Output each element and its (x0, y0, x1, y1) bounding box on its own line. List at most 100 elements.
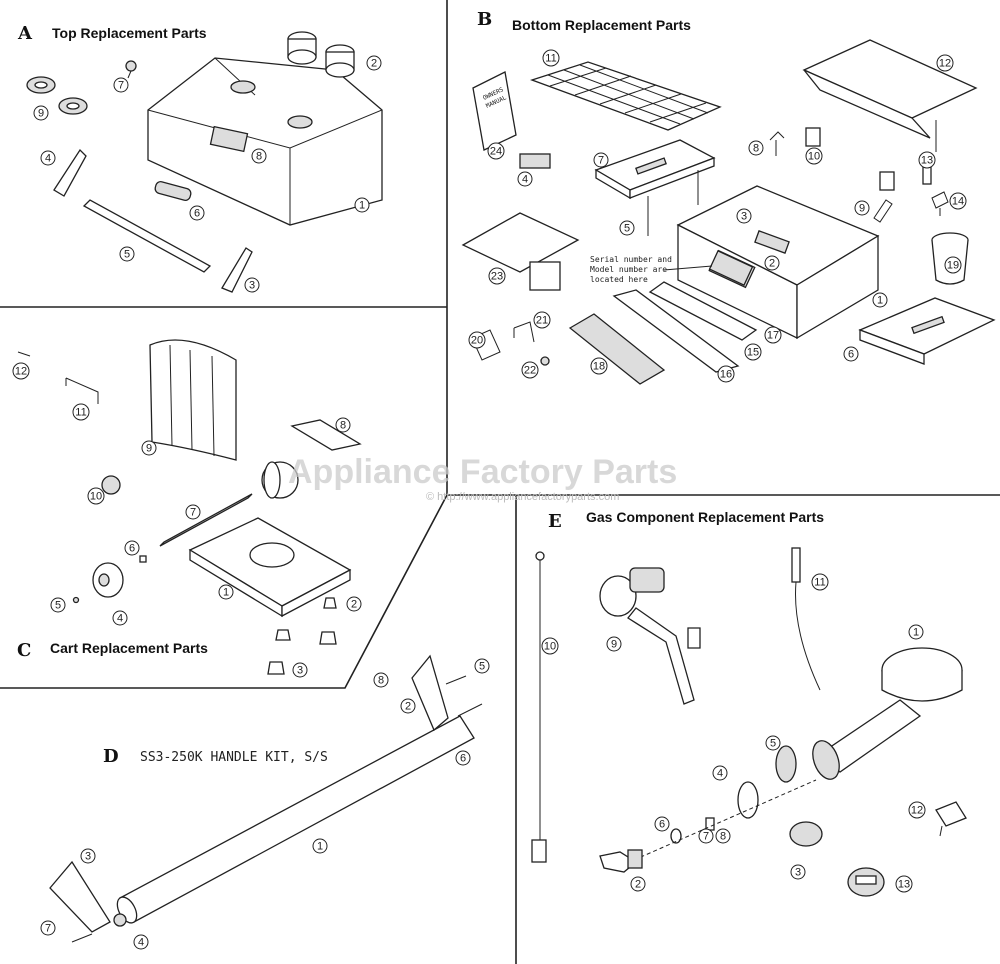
callout-circle (918, 151, 936, 169)
callout-number: 11 (545, 53, 556, 65)
callout-e-7: 7 (698, 828, 714, 844)
callout-circle (335, 417, 351, 433)
callout-number: 11 (75, 407, 86, 419)
callout-number: 9 (38, 108, 44, 120)
callout-number: 12 (939, 58, 951, 70)
callout-b-23: 23 (488, 267, 506, 285)
callout-circle (113, 77, 129, 93)
callout-circle (112, 610, 128, 626)
regulator-hose-part (599, 567, 701, 705)
callout-e-8: 8 (715, 828, 731, 844)
serial-note-line-3: located here (590, 275, 648, 284)
callout-number: 15 (747, 347, 759, 359)
callout-d-8: 8 (373, 672, 389, 688)
callout-e-5: 5 (765, 735, 781, 751)
callout-circle (373, 672, 389, 688)
callout-number: 8 (378, 675, 384, 687)
callout-b-3: 3 (736, 208, 752, 224)
callout-a-1: 1 (354, 197, 370, 213)
valve-part (599, 849, 643, 873)
callout-circle (843, 346, 859, 362)
callout-c-6: 6 (124, 540, 140, 556)
callout-c-2: 2 (346, 596, 362, 612)
callout-e-9: 9 (606, 636, 622, 652)
callout-number: 2 (371, 58, 377, 70)
bracket-part (65, 377, 99, 404)
callout-b-12: 12 (936, 54, 954, 72)
valve-part (931, 191, 949, 216)
valve-part (935, 801, 967, 837)
cart-shroud-part (149, 339, 237, 461)
section-d: D SS3-250K HANDLE KIT, S/S (49, 654, 483, 943)
callout-circle (455, 750, 471, 766)
washer-part (670, 828, 682, 844)
callout-b-9: 9 (854, 200, 870, 216)
callout-circle (748, 140, 764, 156)
callout-number: 4 (45, 153, 51, 165)
callout-b-7: 7 (593, 152, 609, 168)
cart-base-part (188, 517, 352, 618)
callout-a-3: 3 (244, 277, 260, 293)
callout-c-9: 9 (141, 440, 157, 456)
side-shelf-part (858, 297, 996, 365)
callout-number: 2 (405, 701, 411, 713)
callout-c-1: 1 (218, 584, 234, 600)
callout-number: 14 (952, 196, 964, 208)
screw-part (17, 351, 31, 357)
callout-number: 7 (118, 80, 124, 92)
callout-d-4: 4 (133, 934, 149, 950)
callout-circle (854, 200, 870, 216)
callout-number: 4 (522, 174, 528, 186)
block-part (471, 329, 501, 361)
callout-number: 13 (898, 879, 910, 891)
callout-circle (119, 246, 135, 262)
callout-number: 22 (524, 365, 536, 377)
hood-part (147, 57, 383, 226)
callout-circle (218, 584, 234, 600)
callout-circle (790, 864, 806, 880)
callout-b-22: 22 (521, 361, 539, 379)
serial-note-leader (663, 265, 713, 271)
callout-circle (606, 636, 622, 652)
callout-number: 12 (15, 366, 27, 378)
callout-number: 7 (190, 507, 196, 519)
callout-a-9: 9 (33, 105, 49, 121)
callout-c-3: 3 (292, 662, 308, 678)
callout-d-3: 3 (80, 848, 96, 864)
callout-number: 5 (124, 249, 130, 261)
callout-number: 6 (194, 208, 200, 220)
axle-part (159, 493, 253, 547)
callout-circle (908, 624, 924, 640)
callout-number: 2 (769, 258, 775, 270)
callout-number: 18 (593, 361, 605, 373)
callout-e-12: 12 (908, 801, 926, 819)
section-e: E Gas Component Replacement Parts (531, 509, 967, 897)
callout-number: 2 (351, 599, 357, 611)
callout-circle (541, 637, 559, 655)
nut-part (540, 356, 550, 366)
callout-number: 8 (720, 831, 726, 843)
callout-circle (400, 698, 416, 714)
callout-circle (811, 573, 829, 591)
slab-part (461, 212, 580, 291)
callout-d-5: 5 (474, 658, 490, 674)
callout-c-7: 7 (185, 504, 201, 520)
section-a: A Top Replacement Parts (17, 23, 383, 293)
callout-c-11: 11 (72, 403, 90, 421)
callout-circle (630, 876, 646, 892)
callout-number: 5 (479, 661, 485, 673)
callout-a-8: 8 (251, 148, 267, 164)
callout-e-6: 6 (654, 816, 670, 832)
callout-c-8: 8 (335, 417, 351, 433)
callout-b-1: 1 (872, 292, 888, 308)
callout-circle (292, 662, 308, 678)
callout-number: 13 (921, 155, 933, 167)
callout-number: 3 (249, 280, 255, 292)
callout-e-1: 1 (908, 624, 924, 640)
callout-e-10: 10 (541, 637, 559, 655)
callout-b-13: 13 (918, 151, 936, 169)
knob-part (847, 867, 885, 897)
section-c-letter: C (17, 640, 31, 661)
callout-number: 10 (90, 491, 102, 503)
